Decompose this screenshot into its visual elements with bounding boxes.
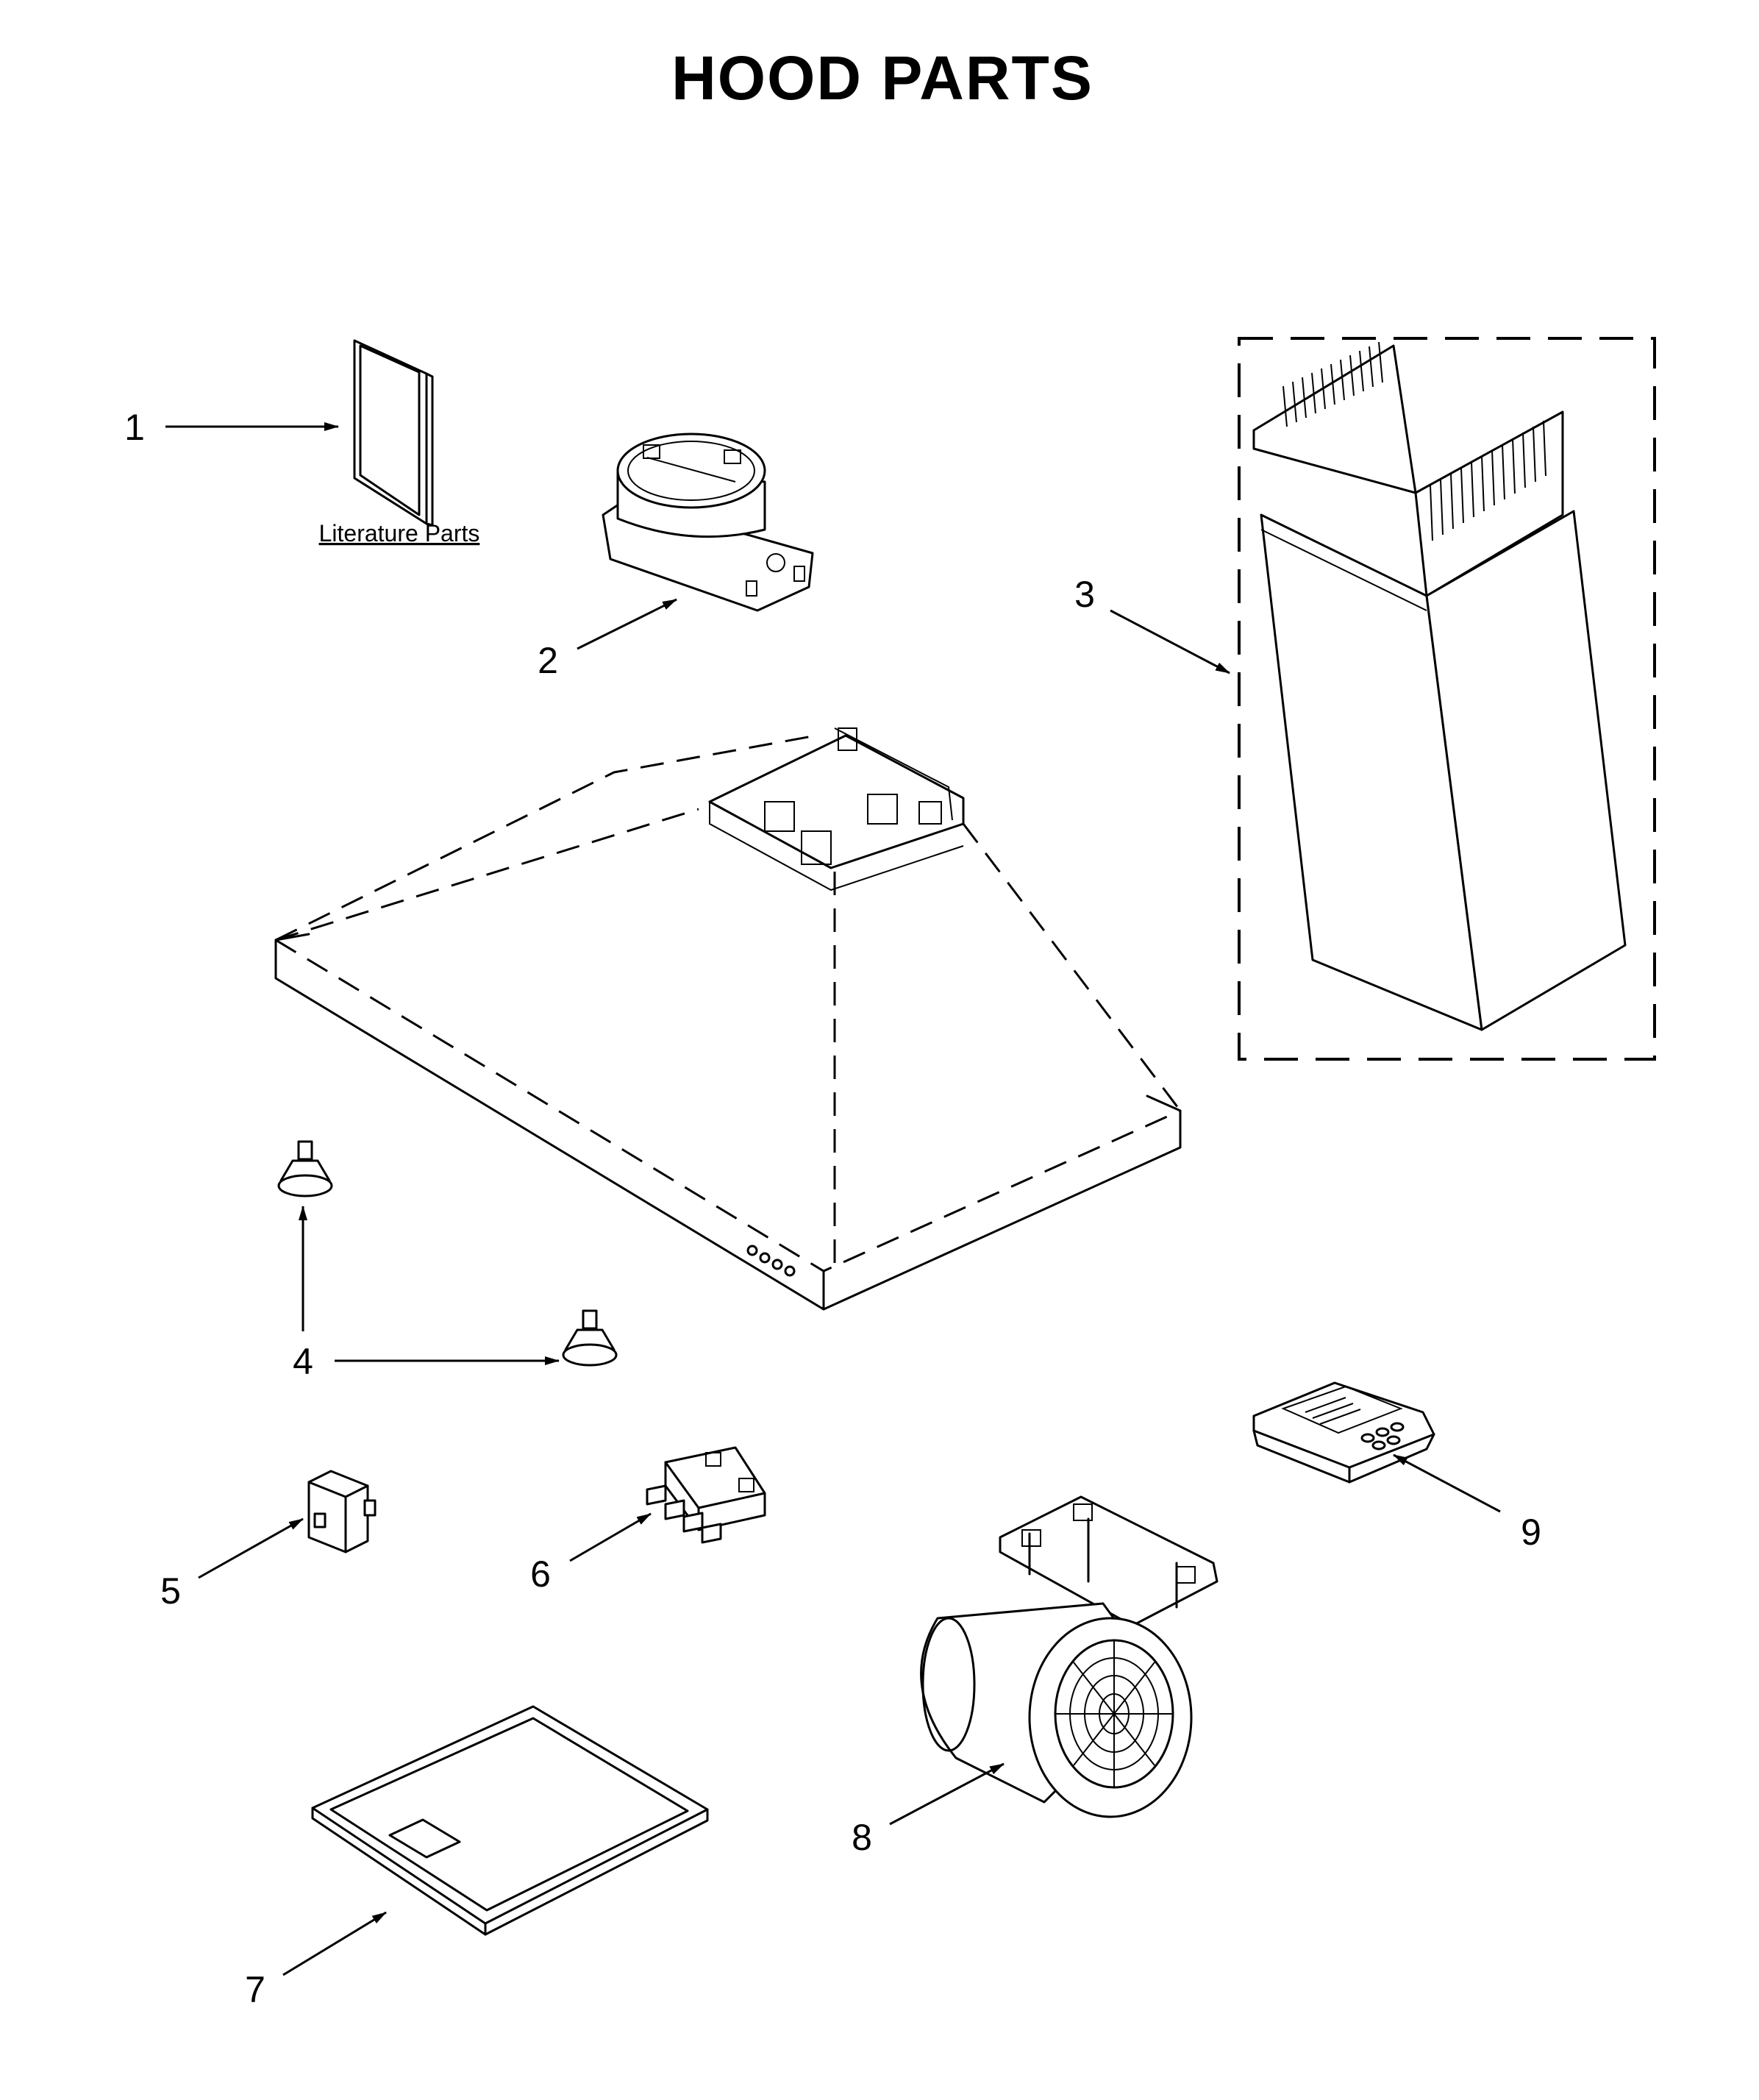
switch-assembly-icon <box>646 1446 766 1544</box>
chimney-boundary-frame <box>1238 337 1656 1061</box>
damper-collar-icon <box>602 433 814 612</box>
callout-1: 1 <box>124 407 145 448</box>
callout-2: 2 <box>538 640 558 681</box>
chimney-duct-cover-icon <box>1252 341 1627 1031</box>
callout-4: 4 <box>293 1341 313 1382</box>
grease-filter-icon <box>311 1705 709 1936</box>
page-title: HOOD PARTS <box>671 43 1093 113</box>
callout-3: 3 <box>1074 574 1095 615</box>
callout-7: 7 <box>245 1969 265 2010</box>
callout-9: 9 <box>1521 1512 1541 1553</box>
hood-canopy-icon <box>274 727 1182 1311</box>
literature-parts-caption: Literature Parts <box>319 520 480 547</box>
callout-5: 5 <box>160 1570 181 1612</box>
literature-booklet-icon <box>353 339 434 527</box>
capacitor-icon <box>307 1470 377 1553</box>
control-panel-icon <box>1252 1381 1435 1484</box>
callout-8: 8 <box>852 1817 872 1858</box>
blower-motor-icon <box>920 1495 1219 1818</box>
callout-6: 6 <box>530 1553 551 1595</box>
leader-arrows <box>165 422 1501 1976</box>
halogen-bulb-icon <box>277 1140 618 1367</box>
